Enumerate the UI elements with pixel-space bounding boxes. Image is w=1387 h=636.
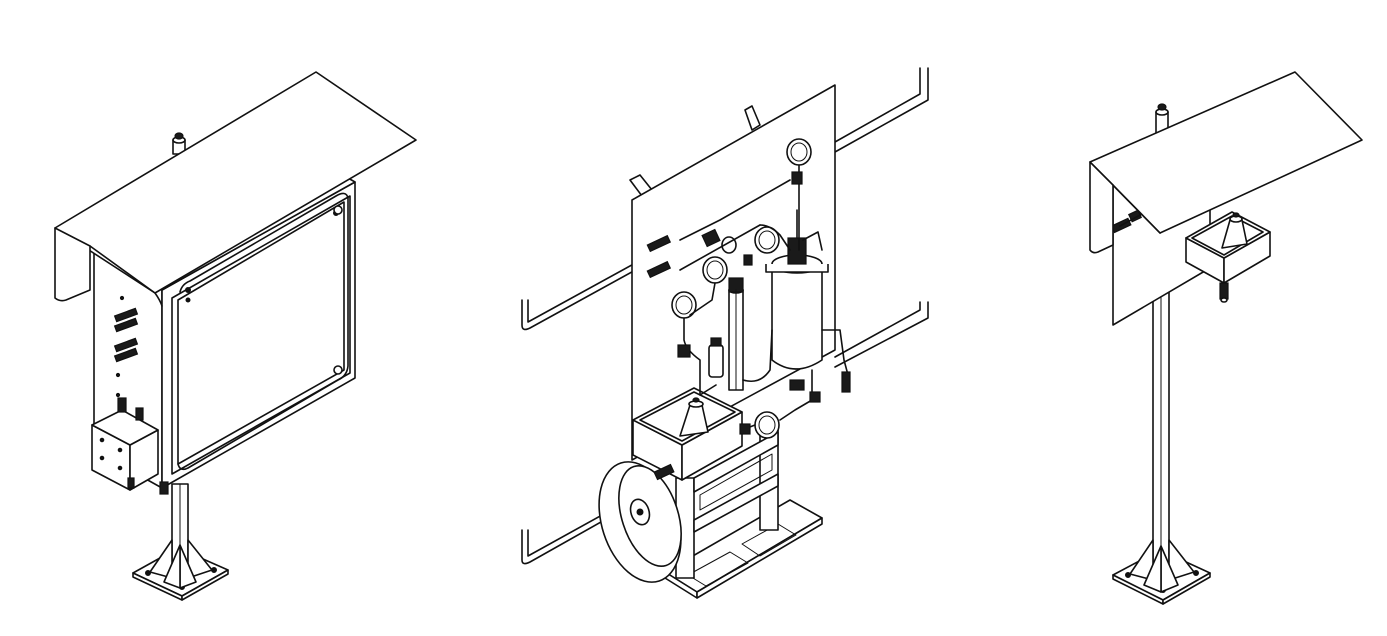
filter-column	[728, 277, 744, 391]
open-sampling-panel	[521, 67, 929, 599]
sample-tray	[1185, 211, 1271, 303]
gauge-lower	[754, 411, 780, 439]
enclosed-analyzer-cabinet	[54, 71, 417, 601]
gauge-mid	[702, 256, 728, 284]
wheel	[598, 461, 682, 583]
pedestal	[149, 483, 213, 589]
tank	[765, 209, 829, 370]
tubing-rails	[521, 67, 929, 565]
pedestal	[1129, 289, 1195, 593]
fittings	[646, 171, 851, 481]
junction-box	[91, 397, 169, 495]
mounted-sample-tray	[1089, 71, 1363, 605]
side-connectors	[113, 295, 139, 398]
cabinet-door	[171, 192, 351, 475]
inline-filter	[708, 337, 724, 378]
canopy	[1089, 71, 1363, 254]
frame-stand	[664, 429, 823, 599]
canopy	[54, 71, 417, 307]
pressure-gauges	[671, 138, 812, 439]
gauge-left	[671, 291, 697, 319]
top-lifting-eye	[172, 132, 186, 155]
gauge-upper-mid	[754, 226, 780, 254]
